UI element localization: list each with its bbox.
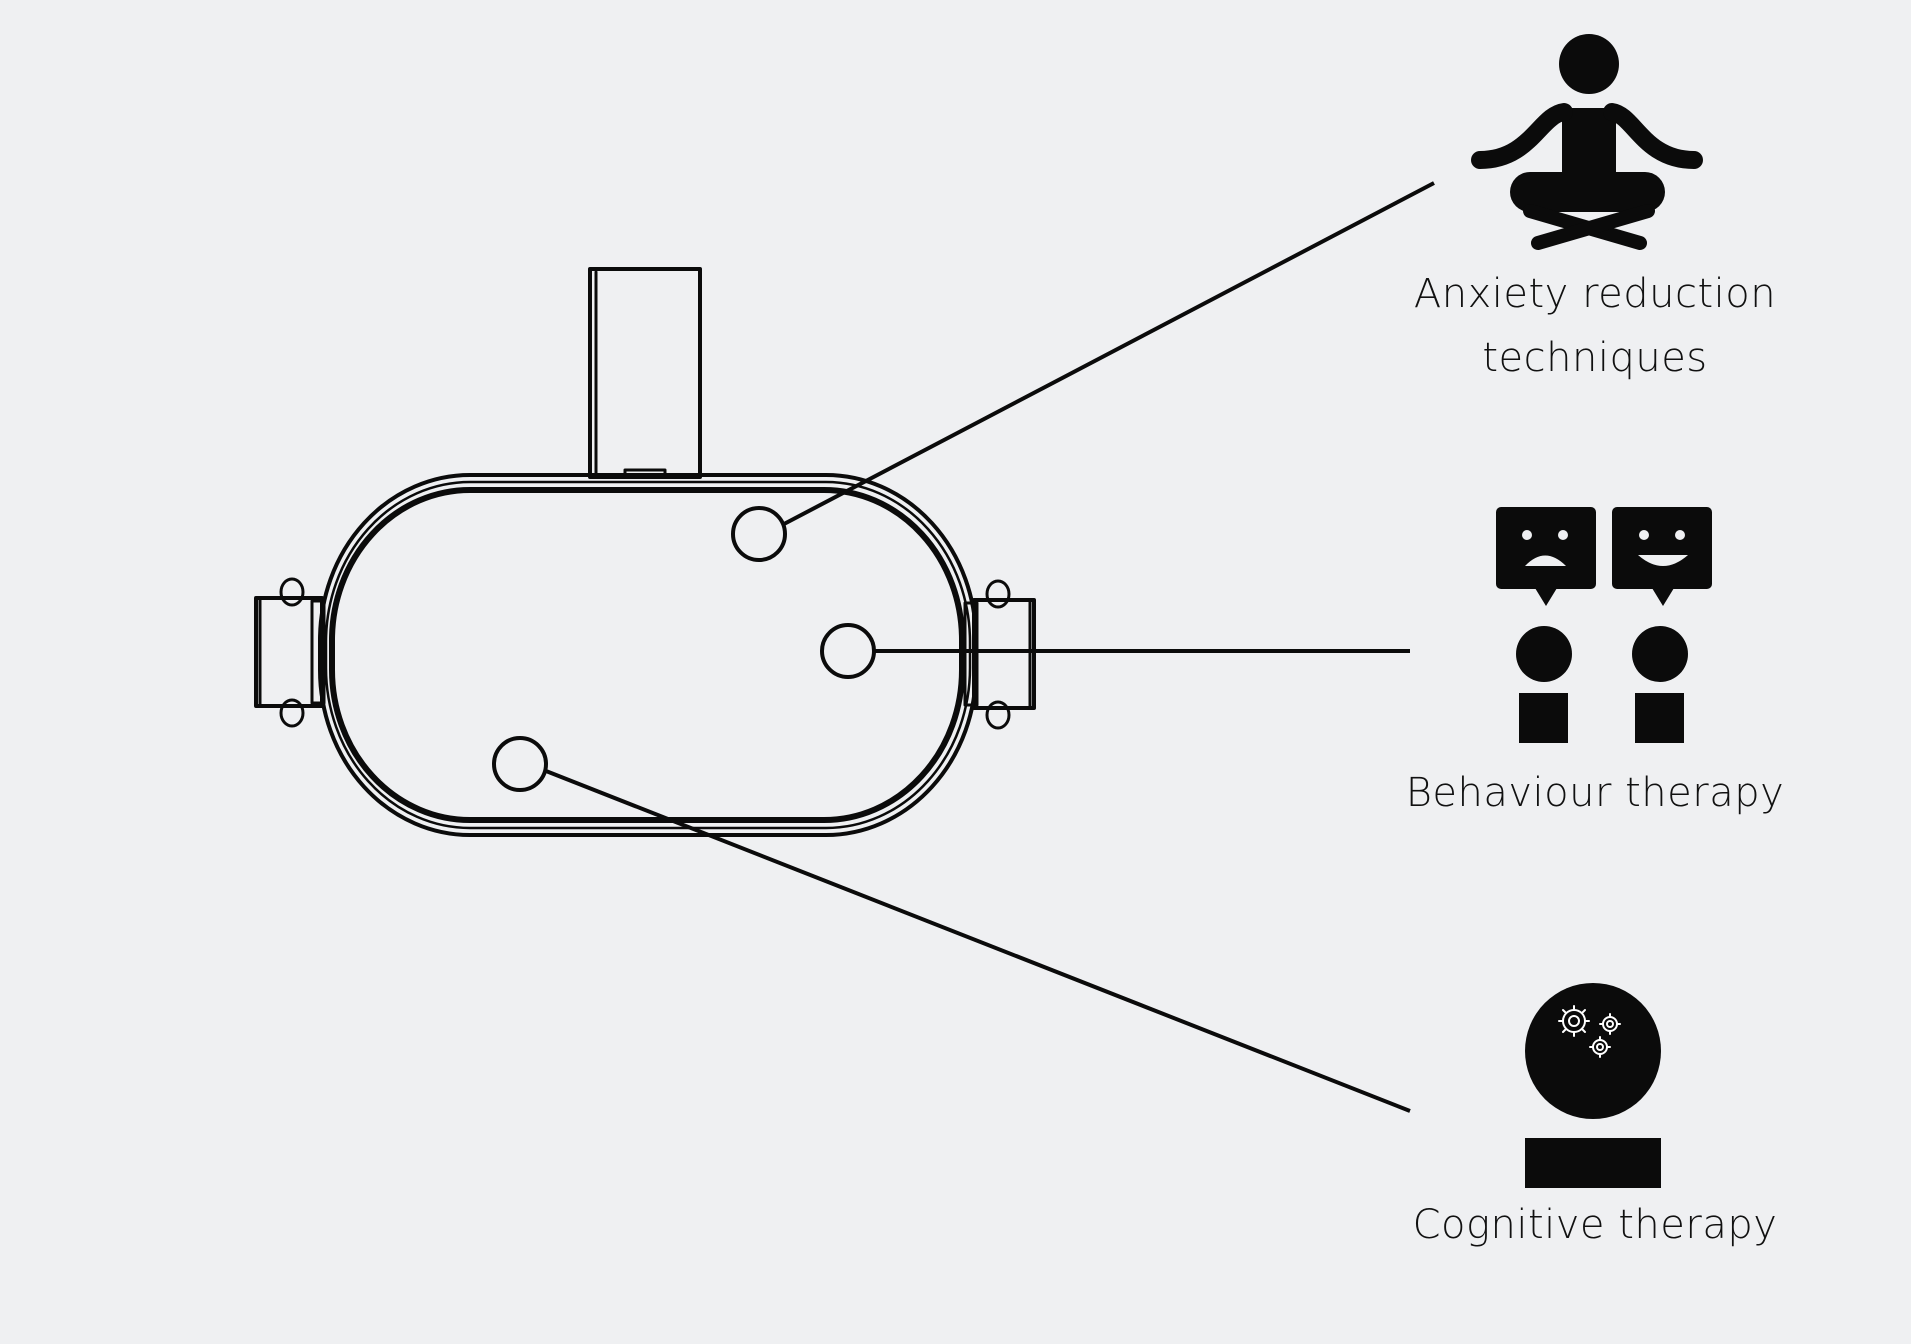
hotspot-behaviour[interactable] xyxy=(820,623,876,679)
cognitive-label: Cognitive therapy xyxy=(1380,1193,1810,1257)
left-strap xyxy=(254,577,326,728)
headset-body-outer xyxy=(318,473,978,837)
conversation-people-icon xyxy=(1496,507,1712,743)
connectors xyxy=(545,181,1435,1113)
headset-body-middle xyxy=(324,480,972,830)
happy-speech-bubble xyxy=(1612,507,1712,606)
behaviour-label-text: Behaviour therapy xyxy=(1405,770,1785,816)
hotspot-anxiety[interactable] xyxy=(731,506,787,562)
hotspots xyxy=(492,506,876,792)
vr-headset xyxy=(254,267,1036,837)
meditation-icon xyxy=(1471,34,1703,250)
person-left xyxy=(1516,626,1572,743)
cognitive-label-text: Cognitive therapy xyxy=(1412,1202,1778,1248)
behaviour-label: Behaviour therapy xyxy=(1380,761,1810,825)
connector-cognitive xyxy=(545,769,1411,1113)
headset-body-inner xyxy=(329,487,965,823)
top-strap xyxy=(588,267,702,479)
hotspot-cognitive[interactable] xyxy=(492,736,548,792)
connector-anxiety xyxy=(783,181,1435,526)
anxiety-label: Anxiety reduction techniques xyxy=(1380,262,1810,390)
gear-icon xyxy=(1558,1005,1621,1058)
sad-speech-bubble xyxy=(1496,507,1596,606)
person-right xyxy=(1632,626,1688,743)
thinking-gears-icon xyxy=(1525,983,1661,1188)
anxiety-label-line1: Anxiety reduction xyxy=(1413,271,1777,317)
anxiety-label-line2: techniques xyxy=(1482,335,1708,381)
